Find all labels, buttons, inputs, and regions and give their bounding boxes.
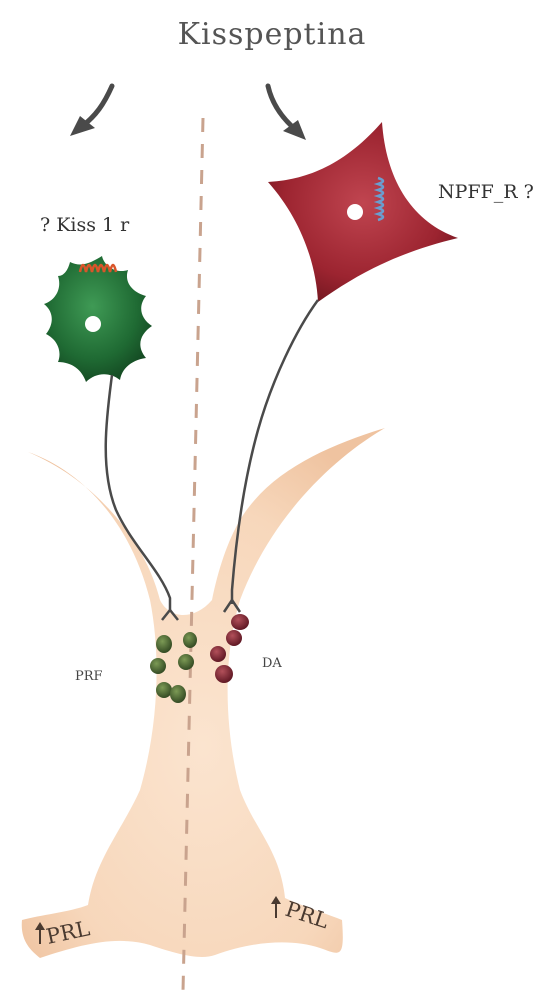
kiss1r-label: ? Kiss 1 r: [40, 214, 130, 236]
green-neuron: [44, 256, 152, 382]
red-neuron: [268, 122, 458, 302]
arrow-left-icon: [70, 86, 112, 136]
green-axon: [106, 375, 170, 612]
npffr-label: NPFF_R ?: [438, 181, 534, 203]
arrow-right-icon: [268, 86, 306, 140]
pituitary-gland: [22, 428, 385, 958]
prf-label: PRF: [75, 669, 103, 684]
da-label: DA: [262, 656, 282, 671]
diagram-title: Kisspeptina: [178, 17, 367, 52]
